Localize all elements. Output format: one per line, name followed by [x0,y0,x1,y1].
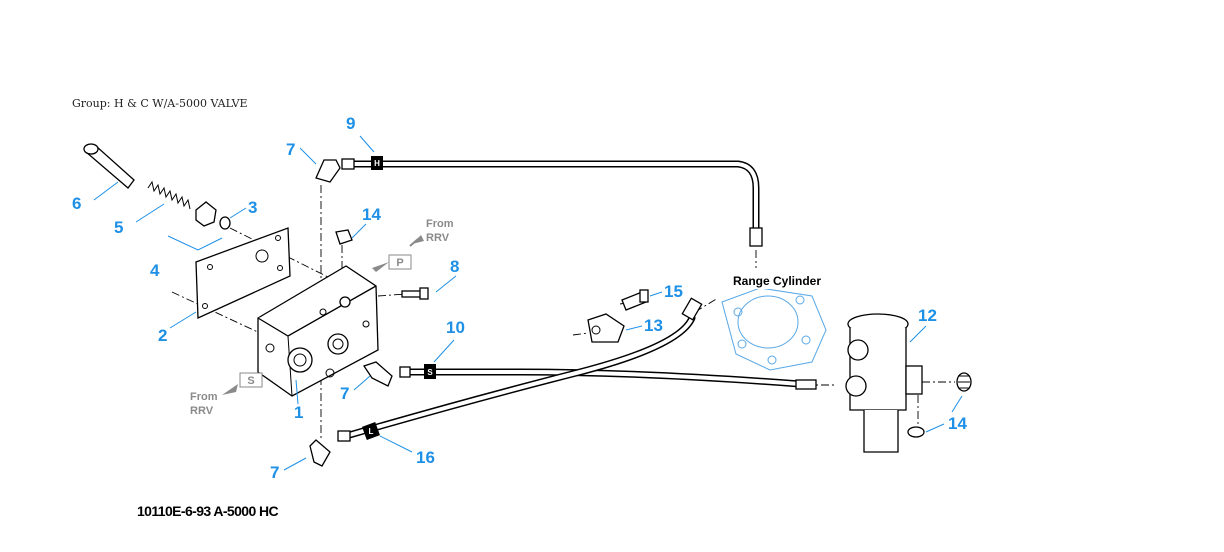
port-label-from-rrv-bottom: From RRV [190,384,238,417]
range-cylinder-ghost: Range Cylinder [721,274,827,371]
hose-tag-h: H [371,156,383,170]
callout-10: 10 [433,318,465,363]
callout-2: 2 [158,311,197,345]
plug-part-right-bottom [907,426,925,438]
svg-text:14: 14 [948,414,967,433]
range-cylinder-label: Range Cylinder [733,274,821,288]
svg-text:From: From [190,391,218,403]
cap-part [195,201,231,230]
gasket-plate [195,227,291,319]
svg-text:L: L [369,427,374,436]
svg-text:S: S [427,368,433,377]
svg-text:5: 5 [114,218,123,237]
plug-part-right-top [956,372,972,392]
svg-text:12: 12 [918,306,937,325]
svg-text:From: From [426,218,454,230]
svg-text:15: 15 [664,282,683,301]
callout-5: 5 [114,203,165,237]
callout-12: 12 [909,306,937,343]
svg-text:S: S [247,375,254,387]
fitting-part-15 [621,289,649,311]
callout-13: 13 [625,316,663,335]
callout-15: 15 [649,282,683,301]
svg-text:H: H [374,159,380,168]
callout-14-left: 14 [351,205,381,239]
callout-9: 9 [346,114,375,153]
callout-7-middle: 7 [340,375,371,403]
clamp-block-13 [587,313,625,343]
svg-text:RRV: RRV [426,232,450,244]
svg-text:1: 1 [294,403,303,422]
svg-text:7: 7 [286,140,295,159]
svg-text:P: P [396,257,403,269]
hose-9 [341,158,763,247]
callout-7-top: 7 [286,140,317,165]
svg-text:3: 3 [248,198,257,217]
port-box-s: S [239,372,263,388]
svg-text:6: 6 [72,194,81,213]
callout-4: 4 [150,235,223,280]
callout-14-right: 14 [925,395,967,433]
svg-text:14: 14 [362,205,381,224]
svg-text:7: 7 [270,463,279,482]
plug-part-left [335,229,353,245]
svg-text:16: 16 [416,448,435,467]
screw-part [401,287,429,300]
hose-tag-l: L [362,422,380,440]
valve-body [257,265,379,397]
svg-text:4: 4 [150,261,160,280]
figure-caption: 10110E-6-93 A-5000 HC [137,503,279,519]
hose-tag-s: S [424,364,436,379]
callout-1: 1 [294,379,303,422]
elbow-fitting-top [315,159,341,183]
port-label-from-rrv-top: From RRV [409,218,454,247]
hose-16 [337,297,703,442]
callout-7-bottom: 7 [270,457,307,482]
svg-text:10: 10 [446,318,465,337]
callout-3: 3 [229,198,257,219]
svg-text:8: 8 [450,257,459,276]
elbow-fitting-bottom [309,439,331,467]
svg-text:2: 2 [158,326,167,345]
port-box-p: P [372,254,412,272]
callout-8: 8 [435,257,459,293]
callout-16: 16 [379,435,435,467]
svg-text:9: 9 [346,114,355,133]
svg-text:13: 13 [644,316,663,335]
plunger-part [83,143,135,189]
group-heading: Group: H & C W/A-5000 VALVE [72,97,248,110]
spring-part [147,180,191,210]
elbow-fitting-middle [362,361,393,387]
callout-6: 6 [72,181,119,213]
control-valve-12 [845,313,923,453]
hose-10 [399,366,817,390]
svg-text:RRV: RRV [190,405,214,417]
svg-text:7: 7 [340,384,349,403]
